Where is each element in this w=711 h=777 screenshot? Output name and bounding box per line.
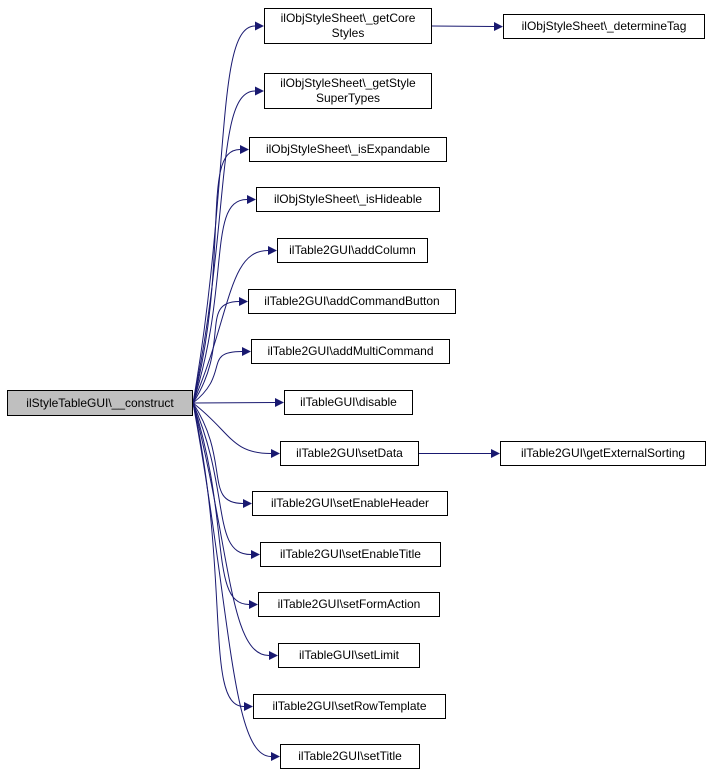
node-label: ilTable2GUI\setRowTemplate — [272, 699, 427, 713]
edge-construct-to-setData — [192, 402, 280, 458]
node-label: ilTable2GUI\setData — [296, 446, 403, 460]
node-label: ilTable2GUI\addColumn — [289, 243, 416, 257]
node-label: ilTable2GUI\setEnableHeader — [270, 496, 430, 510]
graph-node-addColumn[interactable]: ilTable2GUI\addColumn — [277, 238, 428, 263]
node-label: SuperTypes — [315, 91, 381, 105]
edge-construct-to-setEnableHeader — [192, 402, 252, 508]
edge-construct-to-setEnableTitle — [192, 402, 260, 559]
node-label: ilTable2GUI\getExternalSorting — [520, 446, 686, 460]
node-label: ilTable2GUI\setEnableTitle — [280, 547, 421, 561]
graph-node-addCommandButton[interactable]: ilTable2GUI\addCommandButton — [248, 289, 456, 314]
node-label: ilTableGUI\setLimit — [298, 648, 400, 662]
edge-construct-to-getCoreStyles — [192, 21, 264, 404]
edge-construct-to-disable — [192, 398, 284, 407]
node-label: ilTable2GUI\addCommandButton — [264, 294, 440, 308]
edge-construct-to-addCommandButton — [192, 297, 248, 404]
node-label: ilObjStyleSheet\_isHideable — [273, 192, 423, 206]
node-label: ilTable2GUI\addMultiCommand — [267, 344, 434, 358]
edge-construct-to-setLimit — [192, 402, 278, 660]
node-label: ilObjStyleSheet\_isExpandable — [265, 142, 431, 156]
edge-construct-to-addMultiCommand — [192, 347, 251, 404]
edge-construct-to-setRowTemplate — [192, 402, 253, 711]
graph-node-isExpandable[interactable]: ilObjStyleSheet\_isExpandable — [249, 137, 447, 162]
graph-node-setRowTemplate[interactable]: ilTable2GUI\setRowTemplate — [253, 694, 446, 719]
edge-construct-to-isExpandable — [192, 145, 249, 404]
edge-construct-to-addColumn — [192, 246, 277, 404]
graph-node-construct[interactable]: ilStyleTableGUI\__construct — [7, 390, 193, 416]
graph-node-determineTag[interactable]: ilObjStyleSheet\_determineTag — [503, 14, 705, 39]
graph-node-setFormAction[interactable]: ilTable2GUI\setFormAction — [258, 592, 440, 617]
node-label: ilObjStyleSheet\_getCore — [280, 11, 416, 25]
graph-node-addMultiCommand[interactable]: ilTable2GUI\addMultiCommand — [251, 339, 450, 364]
node-label: ilObjStyleSheet\_getStyle — [280, 76, 416, 90]
graph-node-disable[interactable]: ilTableGUI\disable — [284, 390, 413, 415]
graph-node-setLimit[interactable]: ilTableGUI\setLimit — [278, 643, 420, 668]
graph-node-setEnableTitle[interactable]: ilTable2GUI\setEnableTitle — [260, 542, 441, 567]
graph-node-setData[interactable]: ilTable2GUI\setData — [280, 441, 419, 466]
edge-construct-to-getStyleSuperTypes — [192, 86, 264, 404]
graph-node-setEnableHeader[interactable]: ilTable2GUI\setEnableHeader — [252, 491, 448, 516]
graph-node-getExternalSorting[interactable]: ilTable2GUI\getExternalSorting — [500, 441, 706, 466]
node-label: ilTableGUI\disable — [300, 395, 397, 409]
node-label: ilObjStyleSheet\_determineTag — [521, 19, 687, 33]
graph-node-setTitle[interactable]: ilTable2GUI\setTitle — [280, 744, 420, 769]
node-label: ilTable2GUI\setFormAction — [277, 597, 421, 611]
node-label: Styles — [331, 26, 365, 40]
edge-getCoreStyles-to-determineTag — [431, 22, 503, 31]
graph-node-isHideable[interactable]: ilObjStyleSheet\_isHideable — [256, 187, 440, 212]
edge-construct-to-isHideable — [192, 195, 256, 404]
node-label: ilTable2GUI\setTitle — [298, 749, 402, 763]
edge-construct-to-setFormAction — [192, 402, 258, 609]
node-label: ilStyleTableGUI\__construct — [26, 395, 174, 410]
